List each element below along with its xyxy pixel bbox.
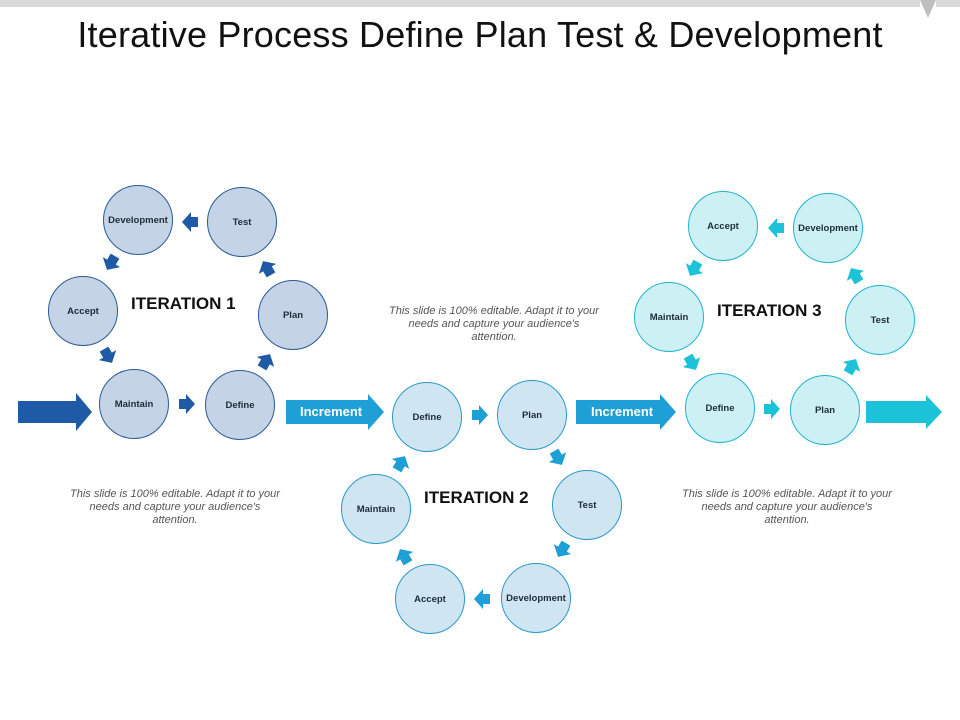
iteration2-development-node: Development [501, 563, 571, 633]
node-label: Test [870, 314, 890, 326]
arrow-test-to-development [182, 212, 198, 232]
increment-arrow-1 [286, 394, 384, 430]
increment-label-1: Increment [300, 404, 363, 419]
top-toolbar-strip [0, 0, 960, 18]
iteration1-accept-node: Accept [48, 276, 118, 346]
node-label: Test [577, 499, 597, 511]
node-label: Test [232, 216, 252, 228]
iteration3-test-node: Test [845, 285, 915, 355]
node-label: Development [798, 222, 858, 234]
arrow-maintain-to-define [682, 353, 701, 370]
slide-title: Iterative Process Define Plan Test & Dev… [77, 14, 883, 55]
entry-arrow [18, 393, 92, 431]
node-label: Plan [521, 409, 543, 421]
iteration1-cycle-arrows [98, 212, 277, 414]
node-label: Plan [282, 309, 304, 321]
iteration1-plan-node: Plan [258, 280, 328, 350]
iteration1-test-node: Test [207, 187, 277, 257]
iteration1-label: ITERATION 1 [131, 294, 236, 313]
node-label: Define [225, 399, 255, 411]
iteration2-test-node: Test [552, 470, 622, 540]
node-label: Accept [414, 593, 446, 605]
iteration1-development-node: Development [103, 185, 173, 255]
node-label: Plan [814, 404, 836, 416]
note-center: This slide is 100% editable. Adapt it to… [389, 305, 599, 343]
arrow-test-to-development [846, 268, 865, 285]
arrow-accept-to-maintain [98, 346, 117, 363]
iteration2-maintain-node: Maintain [341, 474, 411, 544]
node-label: Define [412, 411, 442, 423]
node-label: Development [108, 214, 168, 226]
note-bottom-right: This slide is 100% editable. Adapt it to… [682, 488, 892, 526]
iteration2-cycle-arrows [391, 405, 572, 609]
arrow-define-to-plan [472, 405, 488, 425]
arrow-development-to-accept [474, 589, 490, 609]
increment-arrow-2 [576, 394, 676, 430]
iteration2-plan-node: Plan [497, 380, 567, 450]
arrow-development-to-accept [768, 218, 784, 238]
node-label: Maintain [649, 311, 689, 323]
arrow-plan-to-test [548, 448, 567, 465]
arrow-accept-to-maintain [395, 549, 414, 566]
iteration3-define-node: Define [685, 373, 755, 443]
iteration3-accept-node: Accept [688, 191, 758, 261]
node-label: Maintain [356, 503, 396, 515]
exit-arrow [866, 395, 942, 429]
node-label: Development [506, 592, 566, 604]
iteration2-define-node: Define [392, 382, 462, 452]
iteration3-development-node: Development [793, 193, 863, 263]
node-label: Define [705, 402, 735, 414]
iteration2-label: ITERATION 2 [424, 488, 529, 507]
arrow-development-to-accept [102, 253, 121, 270]
iteration1-maintain-node: Maintain [99, 369, 169, 439]
arrow-accept-to-maintain [685, 259, 704, 276]
arrow-define-to-plan [256, 354, 275, 371]
node-label: Maintain [114, 398, 154, 410]
iteration3-label: ITERATION 3 [717, 301, 822, 320]
iteration3-cycle-arrows [682, 218, 865, 419]
arrow-maintain-to-define [391, 456, 410, 473]
arrow-plan-to-test [258, 261, 277, 278]
arrow-define-to-plan [764, 399, 780, 419]
arrow-plan-to-test [842, 359, 861, 376]
iteration3-plan-node: Plan [790, 375, 860, 445]
arrow-maintain-to-define [179, 394, 195, 414]
node-label: Accept [67, 305, 99, 317]
iteration1-define-node: Define [205, 370, 275, 440]
iteration2-accept-node: Accept [395, 564, 465, 634]
iteration3-maintain-node: Maintain [634, 282, 704, 352]
arrow-test-to-development [553, 540, 572, 557]
increment-label-2: Increment [591, 404, 654, 419]
note-bottom-left: This slide is 100% editable. Adapt it to… [70, 488, 280, 526]
node-label: Accept [707, 220, 739, 232]
